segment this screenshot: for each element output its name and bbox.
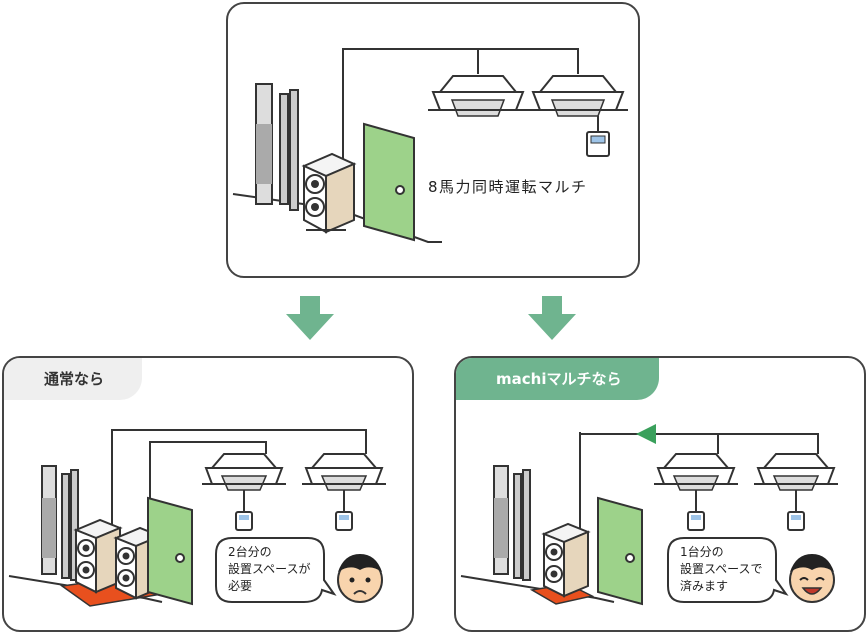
indoor-cassette-unit-2	[302, 453, 386, 531]
right-scene-illustration	[460, 424, 838, 606]
ground-line	[8, 575, 163, 603]
left-scene-illustration	[8, 429, 386, 607]
flow-arrow-icon	[636, 424, 656, 444]
drain-pipe	[493, 465, 531, 581]
drain-pipe	[41, 465, 79, 581]
indoor-cassette-unit-2	[528, 75, 628, 117]
machi-multi-label: machiマルチなら	[456, 358, 660, 400]
top-scene-illustration	[232, 48, 628, 243]
remote-controller-icon	[586, 116, 610, 157]
remote-controller-icon	[335, 511, 353, 531]
remote-controller-icon	[787, 511, 805, 531]
speech-bubble-text: 1台分の 設置スペースで 済みます	[680, 545, 763, 593]
top-panel-8hp-multi: 8馬力同時運転マルチ	[226, 2, 640, 278]
right-panel-machi-multi: machiマルチなら	[454, 356, 866, 632]
down-arrow-icon	[286, 296, 334, 340]
refrigerant-pipe-2	[149, 441, 267, 543]
speech-bubble-text: 2台分の 設置スペースが 必要	[228, 545, 311, 593]
speech-bubble	[215, 537, 337, 603]
door	[363, 122, 415, 242]
happy-face-icon	[789, 554, 835, 603]
top-caption: 8馬力同時運転マルチ	[428, 178, 588, 196]
conventional-label: 通常なら	[4, 358, 143, 400]
indoor-cassette-unit-1	[654, 453, 738, 531]
indoor-cassette-unit-1	[428, 75, 528, 117]
door	[147, 496, 193, 606]
drain-pipe	[255, 83, 299, 211]
outdoor-unit	[541, 522, 591, 598]
left-panel-conventional: 通常なら	[2, 356, 414, 632]
worried-face-icon	[337, 554, 383, 603]
indoor-cassette-unit-2	[754, 453, 838, 531]
speech-bubble	[667, 537, 789, 603]
down-arrow-icon	[528, 296, 576, 340]
ground-line	[460, 575, 615, 603]
remote-controller-icon	[235, 511, 253, 531]
indoor-cassette-unit-1	[202, 453, 286, 531]
refrigerant-pipe	[342, 48, 579, 129]
remote-controller-icon	[687, 511, 705, 531]
outdoor-unit	[301, 152, 357, 234]
refrigerant-pipe	[579, 433, 819, 523]
door	[597, 496, 643, 606]
refrigerant-pipe-1	[111, 429, 367, 513]
outdoor-unit-1	[73, 518, 123, 594]
